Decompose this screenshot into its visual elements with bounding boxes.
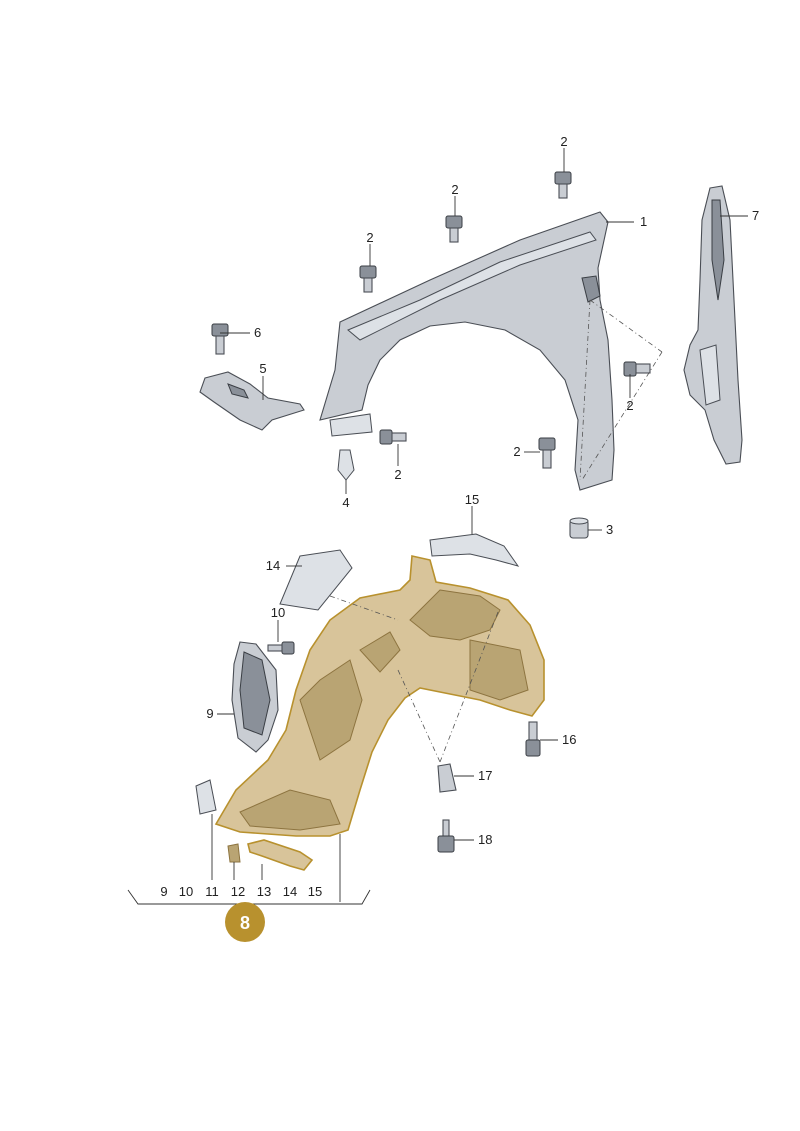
callout-9-left: 9 bbox=[206, 706, 213, 721]
bolt-part-2-upper-mid[interactable] bbox=[445, 215, 463, 243]
clip-part-12[interactable] bbox=[227, 843, 241, 863]
callout-17: 17 bbox=[478, 768, 492, 783]
nut-part-3[interactable] bbox=[569, 517, 589, 539]
group-badge-label: 8 bbox=[240, 913, 250, 933]
callout-2-upper-mid: 2 bbox=[451, 182, 458, 197]
callout-14-top: 14 bbox=[266, 558, 280, 573]
clip-part-4[interactable] bbox=[337, 449, 355, 481]
bolt-part-2-right[interactable] bbox=[623, 361, 651, 377]
group-badge-8: 8 bbox=[225, 902, 265, 942]
bolt-part-2-lower-right[interactable] bbox=[538, 437, 556, 469]
bolt-part-2-left[interactable] bbox=[359, 265, 377, 293]
callout-2-lower-left: 2 bbox=[394, 467, 401, 482]
group-row-item: 15 bbox=[308, 884, 322, 899]
callout-10-top: 10 bbox=[271, 605, 285, 620]
callout-3: 3 bbox=[606, 522, 613, 537]
group-row-item: 12 bbox=[231, 884, 245, 899]
callout-1: 1 bbox=[640, 214, 647, 229]
nut-part-17[interactable] bbox=[437, 763, 457, 793]
group-row-item: 9 bbox=[160, 884, 167, 899]
callout-16: 16 bbox=[562, 732, 576, 747]
wheel-housing-liner-part[interactable] bbox=[214, 555, 545, 837]
leader-lines bbox=[127, 148, 748, 905]
callout-7: 7 bbox=[752, 208, 759, 223]
pad-part-14[interactable] bbox=[279, 549, 353, 611]
assembly-lines bbox=[329, 299, 663, 763]
group-row-item: 14 bbox=[283, 884, 297, 899]
side-seal-part[interactable] bbox=[683, 185, 743, 465]
callout-18: 18 bbox=[478, 832, 492, 847]
callout-2-top: 2 bbox=[560, 134, 567, 149]
bolt-part-2-top[interactable] bbox=[554, 171, 572, 199]
callout-4: 4 bbox=[342, 495, 349, 510]
callout-2-lower-right: 2 bbox=[513, 444, 520, 459]
bracket-part[interactable] bbox=[199, 371, 305, 431]
clip-part-11[interactable] bbox=[195, 779, 217, 815]
bolt-part-2-lower-left[interactable] bbox=[379, 429, 407, 445]
pad-part-15[interactable] bbox=[429, 533, 520, 567]
bolt-part-16[interactable] bbox=[525, 721, 541, 757]
fender-part[interactable] bbox=[319, 211, 615, 491]
group-row-item: 13 bbox=[257, 884, 271, 899]
group-row-item: 11 bbox=[205, 884, 219, 899]
callout-15-top: 15 bbox=[465, 492, 479, 507]
strip-part-13[interactable] bbox=[247, 839, 314, 871]
screw-part-18[interactable] bbox=[437, 819, 455, 853]
callout-6: 6 bbox=[254, 325, 261, 340]
group-row-item: 10 bbox=[179, 884, 193, 899]
screw-part-6[interactable] bbox=[211, 323, 229, 355]
screw-part-10[interactable] bbox=[267, 641, 295, 655]
callout-2-right: 2 bbox=[626, 398, 633, 413]
callout-5: 5 bbox=[259, 361, 266, 376]
callout-2-left: 2 bbox=[366, 230, 373, 245]
grille-part-9[interactable] bbox=[231, 641, 279, 753]
